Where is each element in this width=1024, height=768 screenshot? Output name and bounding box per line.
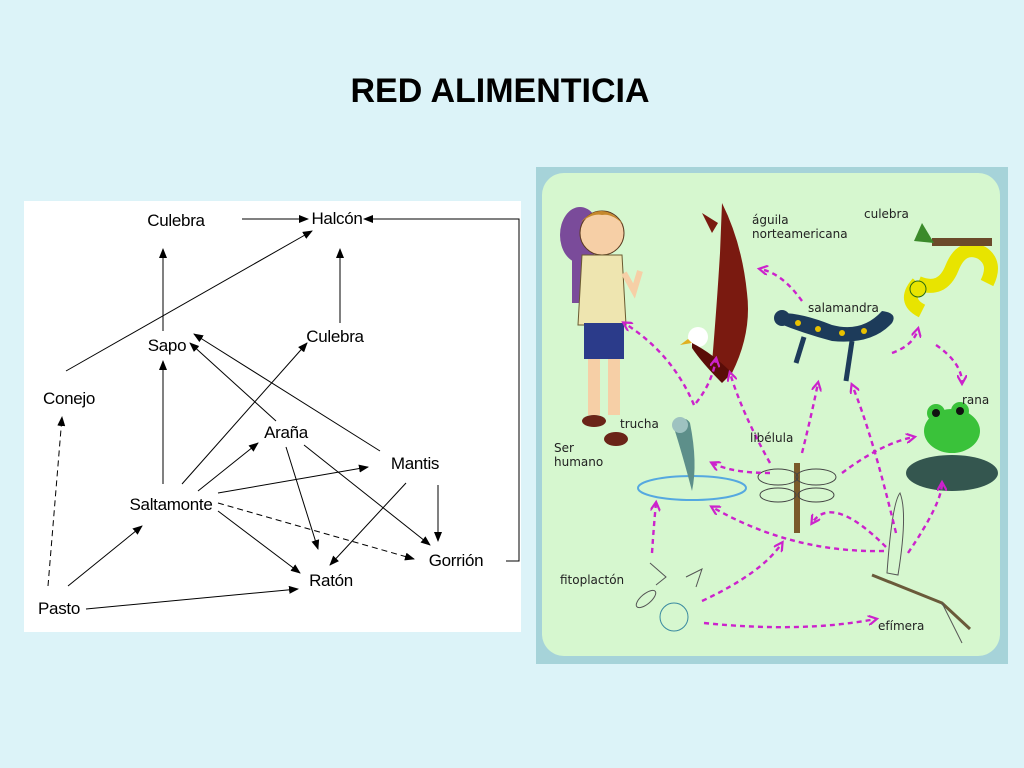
edge-arana-raton [285,446,320,550]
label-aguila: águila norteamericana [752,213,848,241]
edge-mantis-sapo [193,333,381,452]
food-web-diagram-text: Culebra Halcón Sapo Culebra Conejo Araña… [24,201,521,632]
node-culebra-mid: Culebra [306,327,364,346]
arrow-trucha-humano [624,323,696,406]
node-sapo: Sapo [147,336,187,355]
node-arana: Araña [264,423,308,442]
eagle-illustration [680,203,748,383]
trout-illustration [637,417,747,501]
arrow-salamandra-culebra [891,329,918,355]
food-web-illustration: águila norteamericana culebra salamandra… [536,167,1008,664]
edge-saltamonte-mantis [217,464,369,494]
edge-saltamonte-raton [217,510,301,574]
dragonfly-illustration [757,463,837,533]
edge-pasto-raton [85,585,299,610]
label-culebra: culebra [864,207,909,221]
edge-gorrion-halcon [363,215,520,562]
illustration-drawing [560,203,998,644]
illustration-background: águila norteamericana culebra salamandra… [542,173,1000,656]
label-rana: rana [962,393,990,407]
arrow-efimera-trucha [712,507,885,553]
edge-pasto-saltamonte [67,525,143,587]
label-ser-humano: Ser humano [554,441,604,469]
edge-saltamonte-culebra [181,342,308,485]
node-culebra-top: Culebra [147,211,205,230]
node-pasto: Pasto [38,599,80,618]
snake-illustration [904,223,998,318]
node-conejo: Conejo [42,389,96,408]
arrow-fitoplacton-trucha [652,503,656,554]
label-fitoplacton: fitoplactón [560,573,625,587]
edge-saltamonte-gorrion [217,502,415,561]
label-efimera: efímera [878,619,925,633]
node-halcon: Halcón [311,209,363,228]
edge-pasto-conejo [47,416,66,587]
arrow-rana-culebra [935,344,962,383]
arrow-libelula-rana [841,437,914,474]
label-salamandra: salamandra [808,301,879,315]
arrow-fitoplacton-efimera [703,619,876,629]
edge-saltamonte-arana [197,442,259,492]
arrow-libelula-salamandra [800,383,818,454]
edge-arana-sapo [189,342,277,422]
arrow-trucha-aguila [695,359,716,404]
node-saltamonte: Saltamonte [129,495,213,514]
frog-illustration [906,402,998,491]
label-libelula: libélula [750,431,794,445]
arrow-libelula-aguila [730,373,772,464]
salamander-illustration [774,310,894,382]
mayfly-illustration [871,492,972,644]
arrow-libelula-trucha [712,463,771,475]
phytoplankton-illustration [635,562,703,632]
arrow-efimera-salamandra [852,385,898,534]
node-mantis: Mantis [390,454,440,473]
food-web-arrows [47,215,520,610]
arrow-efimera-rana [907,483,942,554]
arrow-salamandra-aguila [760,269,803,302]
node-raton: Ratón [309,571,353,590]
arrow-fitoplacton-libelula [701,543,782,603]
node-gorrion: Gorrión [428,551,484,570]
arrow-efimera-libelula [812,511,887,548]
edge-arana-gorrion [303,444,431,546]
label-trucha: trucha [620,417,659,431]
edge-conejo-halcon [65,230,313,372]
page-title: RED ALIMENTICIA [350,72,650,110]
human-illustration [560,207,643,446]
edge-mantis-raton [329,482,407,566]
